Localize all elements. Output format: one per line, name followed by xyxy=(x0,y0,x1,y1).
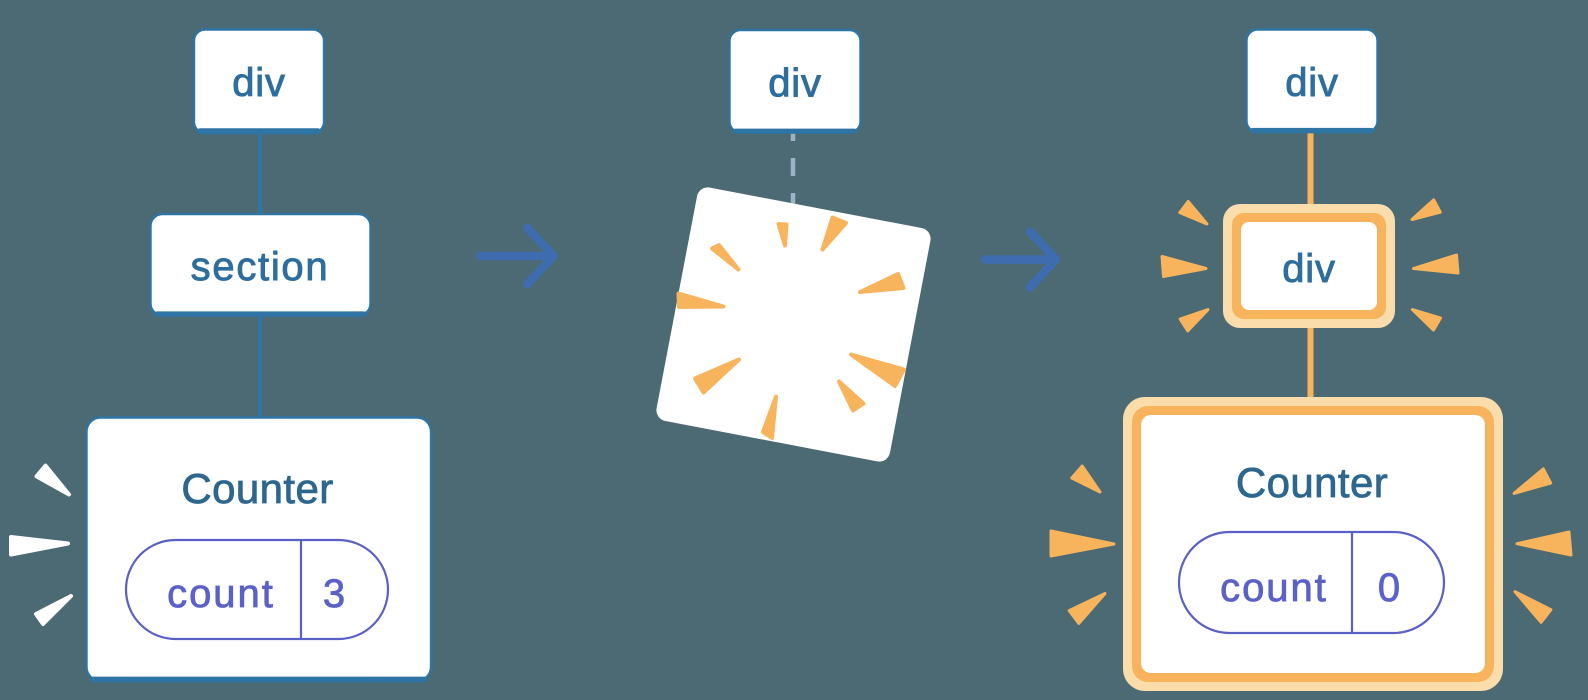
svg-text:section: section xyxy=(191,245,330,289)
svg-text:div: div xyxy=(1282,247,1336,291)
svg-text:count: count xyxy=(167,572,275,616)
svg-text:Counter: Counter xyxy=(181,465,333,512)
svg-text:div: div xyxy=(768,62,822,106)
svg-text:div: div xyxy=(1285,61,1339,105)
svg-text:div: div xyxy=(232,61,286,105)
svg-text:3: 3 xyxy=(323,572,345,616)
svg-text:count: count xyxy=(1220,566,1328,610)
svg-text:0: 0 xyxy=(1378,566,1400,610)
svg-text:Counter: Counter xyxy=(1236,459,1388,506)
